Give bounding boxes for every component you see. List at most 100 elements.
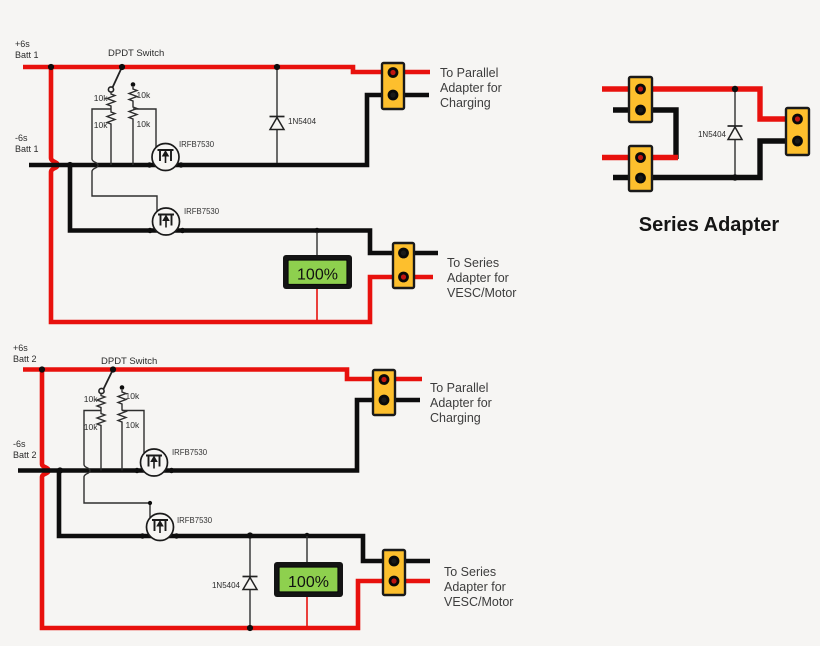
resistor-label: 10k xyxy=(84,394,98,404)
mosfet-irfb7530-batt1-top xyxy=(151,142,180,172)
battery-meter-value-2: 100% xyxy=(288,574,329,591)
junction-dot xyxy=(178,162,184,168)
batt2-positive-bus xyxy=(23,367,422,382)
batt2-negative-label: -6s xyxy=(13,439,26,449)
connector-parallel-batt2 xyxy=(371,368,397,417)
junction-dot xyxy=(179,227,186,234)
batt1-negative-bus xyxy=(29,92,429,168)
parallel-adapter-note-1: To Parallel xyxy=(440,66,498,80)
diode-label: 1N5404 xyxy=(212,581,241,590)
dpdt-switch-blade-2 xyxy=(102,369,114,390)
junction-dot xyxy=(273,63,281,71)
series-adapter-connector-bottom xyxy=(627,144,654,193)
dpdt-switch-label-2: DPDT Switch xyxy=(101,356,157,367)
junction-dot xyxy=(38,366,46,373)
batt2-gate-wire-lower-mosfet xyxy=(83,409,151,518)
junction-dot xyxy=(134,467,140,474)
batt1-gate-wire-lower-mosfet xyxy=(91,108,158,211)
batt1-switch-throw-terminal xyxy=(130,82,136,87)
parallel-adapter-note-1: Adapter for xyxy=(440,81,502,95)
parallel-adapter-note-2: Adapter for xyxy=(430,396,492,410)
junction-dot xyxy=(314,227,320,234)
batt2-positive-label: Batt 2 xyxy=(13,354,37,364)
resistor-label: 10k xyxy=(84,422,98,432)
connector-pin xyxy=(398,247,409,259)
batt2-negative-bus xyxy=(18,397,420,473)
mosfet-irfb7530-batt1-bottom xyxy=(151,207,181,236)
connector-pin xyxy=(378,394,390,406)
batt2-positive-label: +6s xyxy=(13,343,28,353)
series-adapter-note-1: VESC/Motor xyxy=(447,286,516,300)
resistor-label: 10k xyxy=(94,120,108,130)
junction-dot xyxy=(246,624,254,632)
series-adapter-note-1: Adapter for xyxy=(447,271,509,285)
batt1-negative-label: -6s xyxy=(15,133,28,143)
batt2-resistor-chain-right xyxy=(116,390,128,471)
junction-dot xyxy=(147,227,153,234)
connector-pin xyxy=(387,89,399,101)
junction-dot xyxy=(168,467,175,474)
batt1-gate-wire-upper-mosfet xyxy=(133,108,157,147)
batt1-switched-negative-bus xyxy=(67,165,438,256)
dpdt-switch-contact-2 xyxy=(98,387,105,395)
series-adapter-diode-symbol xyxy=(726,125,744,141)
series-adapter-note-2: Adapter for xyxy=(444,580,506,594)
batt1-positive-label: +6s xyxy=(15,39,30,49)
batt1-negative-label: Batt 1 xyxy=(15,144,39,154)
junction-dot xyxy=(118,63,126,71)
junction-dot xyxy=(173,533,180,539)
battery-meter-display-1: 100% xyxy=(283,255,352,289)
dpdt-switch-contact-1 xyxy=(107,86,115,93)
junction-dot xyxy=(731,174,739,181)
connector-series-batt2 xyxy=(381,548,407,597)
junction-dot xyxy=(246,532,254,539)
batt2-switch-throw-terminal xyxy=(119,385,125,390)
junction-dot xyxy=(147,500,153,506)
batt2-gate-wire-upper-mosfet xyxy=(122,409,145,453)
dpdt-switch-blade-1 xyxy=(111,66,123,88)
battery-meter-value-1: 100% xyxy=(297,267,338,284)
series-adapter-note-1: To Series xyxy=(447,256,499,270)
connector-parallel-batt1 xyxy=(380,61,406,111)
batt2-diode-symbol xyxy=(241,576,259,591)
mosfet-label: IRFB7530 xyxy=(179,140,215,149)
diode-label: 1N5404 xyxy=(288,117,317,126)
connector-pin xyxy=(635,83,646,95)
batt1-positive-bus xyxy=(23,64,430,75)
connector-pin xyxy=(388,575,400,587)
series-adapter-note-2: To Series xyxy=(444,565,496,579)
junction-dot xyxy=(109,366,117,373)
connector-pin xyxy=(635,152,646,163)
batt2-negative-label: Batt 2 xyxy=(13,450,37,460)
series-adapter-negative-out-wire xyxy=(613,138,789,181)
connector-pin xyxy=(635,104,646,116)
mosfet-irfb7530-batt2-bottom xyxy=(145,512,175,542)
junction-dot xyxy=(56,467,64,474)
series-adapter-title: Series Adapter xyxy=(639,214,780,236)
connector-pin xyxy=(388,555,400,567)
parallel-adapter-note-2: To Parallel xyxy=(430,381,488,395)
resistor-label: 10k xyxy=(137,90,151,100)
resistor-label: 10k xyxy=(137,119,151,129)
series-adapter-connector-top xyxy=(627,75,654,124)
junction-dot xyxy=(731,85,739,93)
resistor-label: 10k xyxy=(126,391,140,401)
connector-pin xyxy=(792,135,803,147)
resistor-label: 10k xyxy=(94,93,108,103)
series-adapter-positive-in-wire xyxy=(602,86,789,122)
batt1-resistor-chain-left xyxy=(105,92,117,165)
diode-label: 1N5404 xyxy=(698,130,727,139)
connector-pin xyxy=(398,271,409,283)
batt1-diode-symbol xyxy=(268,116,286,131)
connector-pin xyxy=(378,374,390,385)
battery-meter-display-2: 100% xyxy=(274,562,343,597)
series-adapter-connector-output xyxy=(784,106,811,157)
series-adapter-note-2: VESC/Motor xyxy=(444,595,513,609)
parallel-adapter-note-1: Charging xyxy=(440,96,491,110)
mosfet-label: IRFB7530 xyxy=(177,516,213,525)
connector-series-batt1 xyxy=(391,241,416,290)
junction-dot xyxy=(66,161,74,169)
dpdt-switch-label-1: DPDT Switch xyxy=(108,48,164,59)
